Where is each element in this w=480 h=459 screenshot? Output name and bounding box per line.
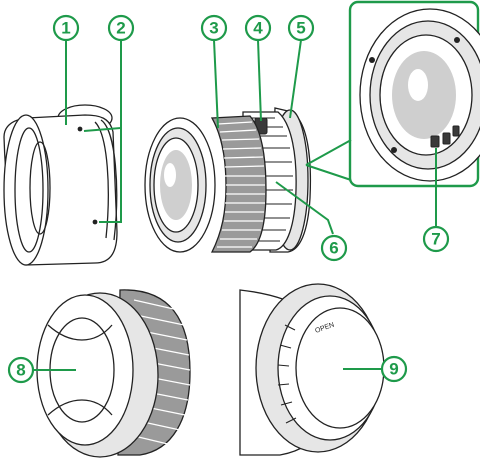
callout-5: 5 xyxy=(287,14,315,42)
svg-text:1: 1 xyxy=(61,19,70,38)
leader-6 xyxy=(275,181,334,235)
callout-7: 7 xyxy=(422,225,450,253)
callout-2: 2 xyxy=(107,14,135,42)
leader-5 xyxy=(289,39,302,119)
rear-cap-illustration: OPEN xyxy=(239,283,385,456)
leader-3 xyxy=(213,39,219,129)
lens-illustration xyxy=(144,107,312,253)
leader-2b xyxy=(99,128,122,223)
svg-text:3: 3 xyxy=(209,19,218,38)
callout-1: 1 xyxy=(52,14,80,42)
svg-text:8: 8 xyxy=(16,361,25,380)
svg-text:9: 9 xyxy=(389,360,398,379)
svg-text:7: 7 xyxy=(431,230,440,249)
hood-dot-bottom xyxy=(92,219,98,225)
callout-9: 9 xyxy=(380,355,408,383)
callout-8: 8 xyxy=(7,356,35,384)
rear-mount-inset xyxy=(348,0,480,188)
callout-3: 3 xyxy=(200,14,228,42)
callout-6: 6 xyxy=(320,234,348,262)
svg-text:2: 2 xyxy=(116,19,125,38)
svg-text:4: 4 xyxy=(253,19,263,38)
svg-text:5: 5 xyxy=(296,19,305,38)
callout-4: 4 xyxy=(244,14,272,42)
front-cap-illustration xyxy=(36,289,191,458)
lens-hood-illustration xyxy=(3,104,118,266)
hood-dot-top xyxy=(77,126,83,132)
leader-4 xyxy=(257,39,262,122)
contact-pins xyxy=(430,125,460,148)
svg-text:6: 6 xyxy=(329,239,338,258)
